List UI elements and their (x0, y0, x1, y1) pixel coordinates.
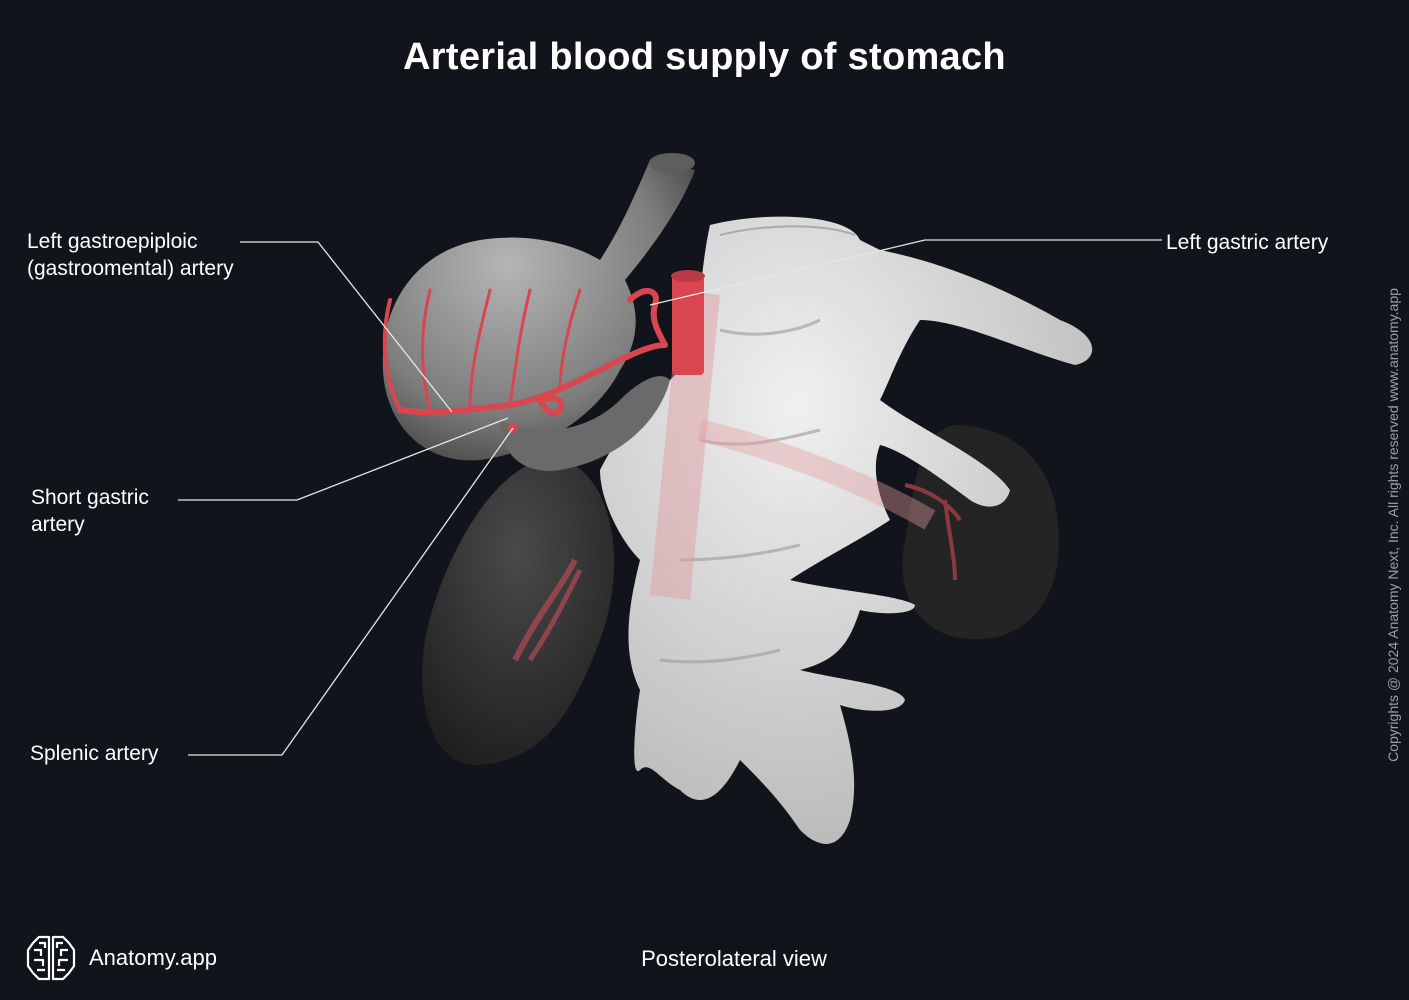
label-left-gastric-artery: Left gastric artery (1166, 231, 1329, 254)
label-line: (gastroomental) artery (27, 257, 234, 280)
label-line: Short gastric (31, 486, 149, 509)
diagram-title: Arterial blood supply of stomach (403, 36, 1006, 78)
label-short-gastric-artery: Short gastric artery (31, 484, 149, 538)
label-line: artery (31, 513, 85, 536)
renal-artery-translucent (697, 419, 936, 530)
copyright-notice: Copyrights @ 2024 Anatomy Next, Inc. All… (1385, 288, 1401, 762)
brain-icon (26, 935, 76, 981)
label-splenic-artery: Splenic artery (30, 742, 159, 765)
brand-logo[interactable]: Anatomy.app (25, 934, 217, 982)
spleen (422, 459, 615, 766)
view-caption: Posterolateral view (641, 946, 827, 971)
label-left-gastroepiploic-artery: Left gastroepiploic (gastroomental) arte… (27, 228, 234, 282)
leader-lines (178, 239, 1162, 756)
vertebral-column (600, 216, 1093, 844)
stomach (382, 153, 695, 471)
aorta (671, 270, 705, 375)
gastric-arteries (382, 288, 668, 433)
label-line: Left gastroepiploic (27, 230, 198, 253)
brand-name: Anatomy.app (89, 945, 218, 970)
